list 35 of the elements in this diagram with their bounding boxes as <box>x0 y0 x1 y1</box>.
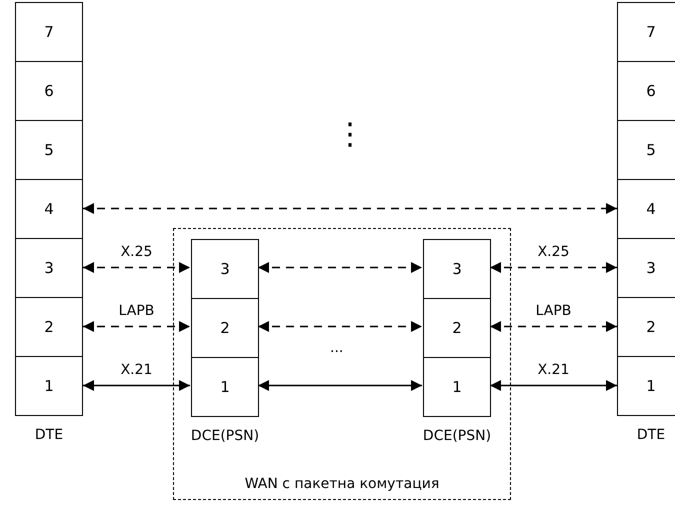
network-region <box>173 228 511 500</box>
stack-label: DCE(PSN) <box>190 427 260 446</box>
stack-label: DCE(PSN) <box>422 427 492 446</box>
arrow <box>83 380 190 391</box>
layer-cell: 2 <box>191 298 259 358</box>
layer-cell: 7 <box>15 2 83 62</box>
layer-cell: 3 <box>423 239 491 299</box>
arrow <box>258 321 422 332</box>
arrow <box>490 321 617 332</box>
layer-cell: 3 <box>15 238 83 298</box>
stack-label: DTE <box>636 426 666 445</box>
edge-label: X.25 <box>536 244 570 260</box>
layer-cell: 1 <box>15 356 83 416</box>
ellipsis-label: ⋮ <box>340 116 360 154</box>
layer-cell: 1 <box>191 357 259 417</box>
ellipsis-label: ... <box>330 339 344 358</box>
region-label: WAN с пакетна комутация <box>244 475 440 494</box>
arrow <box>83 203 617 214</box>
layer-cell: 1 <box>617 356 675 416</box>
arrow <box>83 262 190 273</box>
edge-label: X.25 <box>120 244 154 260</box>
layer-cell: 3 <box>191 239 259 299</box>
layer-cell: 2 <box>423 298 491 358</box>
layer-cell: 2 <box>15 297 83 357</box>
arrow <box>258 380 422 391</box>
stack-label: DTE <box>34 426 64 445</box>
layer-cell: 5 <box>15 120 83 180</box>
arrow <box>83 321 190 332</box>
layer-cell: 7 <box>617 2 675 62</box>
layer-cell: 4 <box>15 179 83 239</box>
arrow <box>490 262 617 273</box>
arrow <box>490 380 617 391</box>
layer-cell: 1 <box>423 357 491 417</box>
arrow <box>258 262 422 273</box>
layer-cell: 6 <box>15 61 83 121</box>
